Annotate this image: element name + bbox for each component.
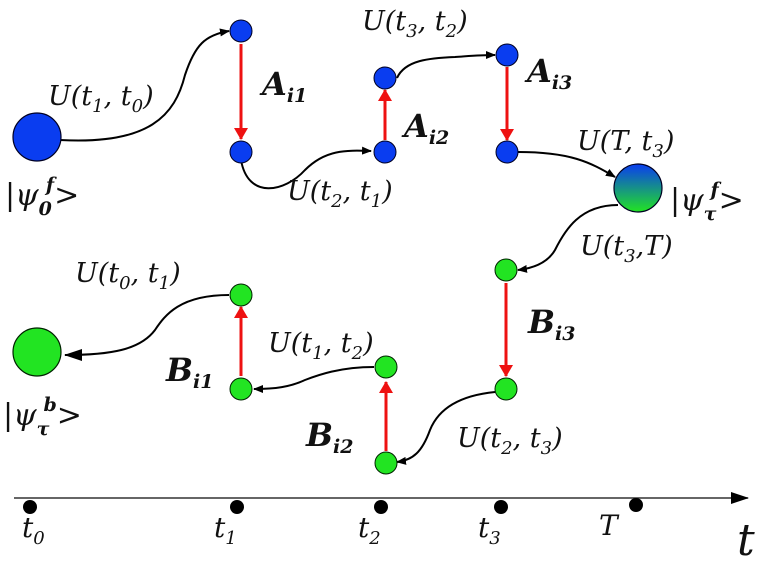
propagator-arrow-t3-t2 — [396, 51, 496, 79]
label-b-i1: Bi1 — [165, 351, 214, 393]
backward-node-t3-top — [494, 258, 518, 282]
forward-node-t1-top — [229, 19, 253, 43]
label-psi-0-f: |ψ0f> — [5, 174, 79, 220]
propagator-arrow-t0-t1 — [64, 294, 230, 361]
time-tick-t1 — [230, 500, 244, 514]
backward-node-t1-bottom — [229, 377, 253, 401]
label-u-t2-t3: U(t2, t3) — [457, 423, 563, 459]
label-a-i2: Ai2 — [401, 107, 449, 149]
propagator-arrow-t1-t2 — [253, 366, 375, 393]
label-u-t1-t0: U(t1, t0) — [48, 81, 154, 117]
forward-node-t1-bottom — [229, 140, 253, 164]
label-u-t3-t2: U(t3, t2) — [362, 6, 468, 42]
label-a-i3: Ai3 — [524, 52, 572, 94]
forward-node-t3-top — [495, 43, 519, 67]
backward-node-t1-top — [229, 283, 253, 307]
label-u-t3-T: U(t3,T) — [580, 231, 673, 267]
backward-initial-state-node — [12, 327, 62, 377]
time-tick-T — [629, 498, 643, 512]
forward-node-t2-top — [373, 66, 397, 90]
forward-node-t3-bottom — [495, 140, 519, 164]
label-b-i3: Bi3 — [527, 303, 576, 345]
time-axis-label: t — [737, 515, 755, 564]
tick-label-T: T — [599, 509, 620, 542]
tick-label-t1: t1 — [214, 511, 237, 549]
tick-label-t3: t3 — [478, 511, 501, 549]
label-psi-tau-f: |ψτf> — [670, 179, 744, 225]
backward-node-t2-top — [374, 355, 398, 379]
label-psi-tau-b: |ψτb> — [3, 394, 82, 440]
propagator-arrow-T-t3 — [517, 151, 616, 178]
initial-forward-state-node — [12, 112, 62, 162]
propagator-arrow-t3-T — [517, 204, 619, 273]
label-b-i2: Bi2 — [305, 416, 354, 458]
label-u-t2-t1: U(t2, t1) — [287, 176, 393, 212]
propagator-arrow-t1-t0 — [59, 28, 230, 142]
propagator-arrow-t2-t1 — [240, 146, 372, 190]
time-tick-t3 — [494, 500, 508, 514]
final-forward-state-node — [613, 163, 663, 213]
propagator-arrow-t2-t3 — [396, 391, 496, 465]
tick-label-t0: t0 — [22, 511, 45, 549]
forward-node-t2-bottom — [373, 140, 397, 164]
label-u-t0-t1: U(t0, t1) — [75, 258, 181, 294]
label-a-i1: Ai1 — [259, 65, 307, 107]
label-u-T-t3: U(T, t3) — [577, 126, 674, 162]
label-u-t1-t2: U(t1, t2) — [268, 328, 374, 364]
backward-node-t3-bottom — [494, 377, 518, 401]
tick-label-t2: t2 — [358, 511, 381, 549]
backward-node-t2-bottom — [374, 451, 398, 475]
time-tick-t0 — [23, 500, 37, 514]
time-tick-t2 — [374, 500, 388, 514]
